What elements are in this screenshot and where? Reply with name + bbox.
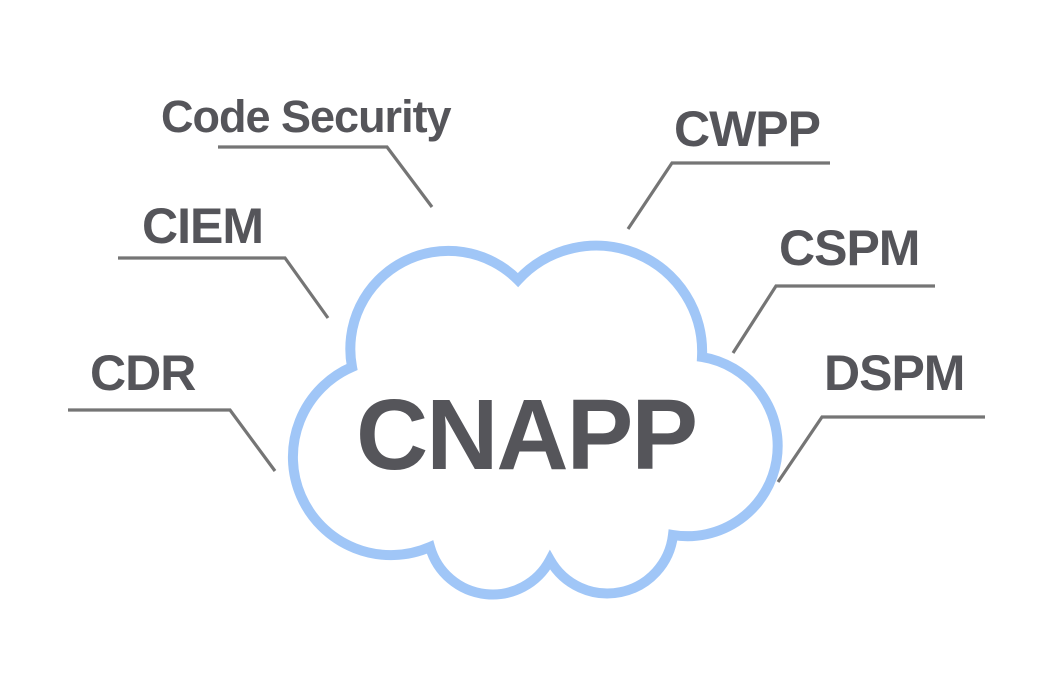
connector-lines <box>68 145 985 483</box>
connector-cwpp <box>626 161 830 230</box>
label-ciem: CIEM <box>142 198 264 254</box>
connector-ciem <box>118 256 330 319</box>
label-cspm: CSPM <box>779 220 920 276</box>
cloud-shape <box>287 240 783 600</box>
connector-cspm <box>731 284 935 354</box>
label-dspm: DSPM <box>824 345 965 401</box>
label-cdr: CDR <box>90 345 196 401</box>
connector-cdr <box>68 408 277 472</box>
label-code-security: Code Security <box>161 91 452 142</box>
connector-dspm <box>776 415 985 483</box>
connector-code-security <box>218 145 434 208</box>
label-cwpp: CWPP <box>674 101 821 157</box>
center-label-cnapp: CNAPP <box>356 379 698 491</box>
